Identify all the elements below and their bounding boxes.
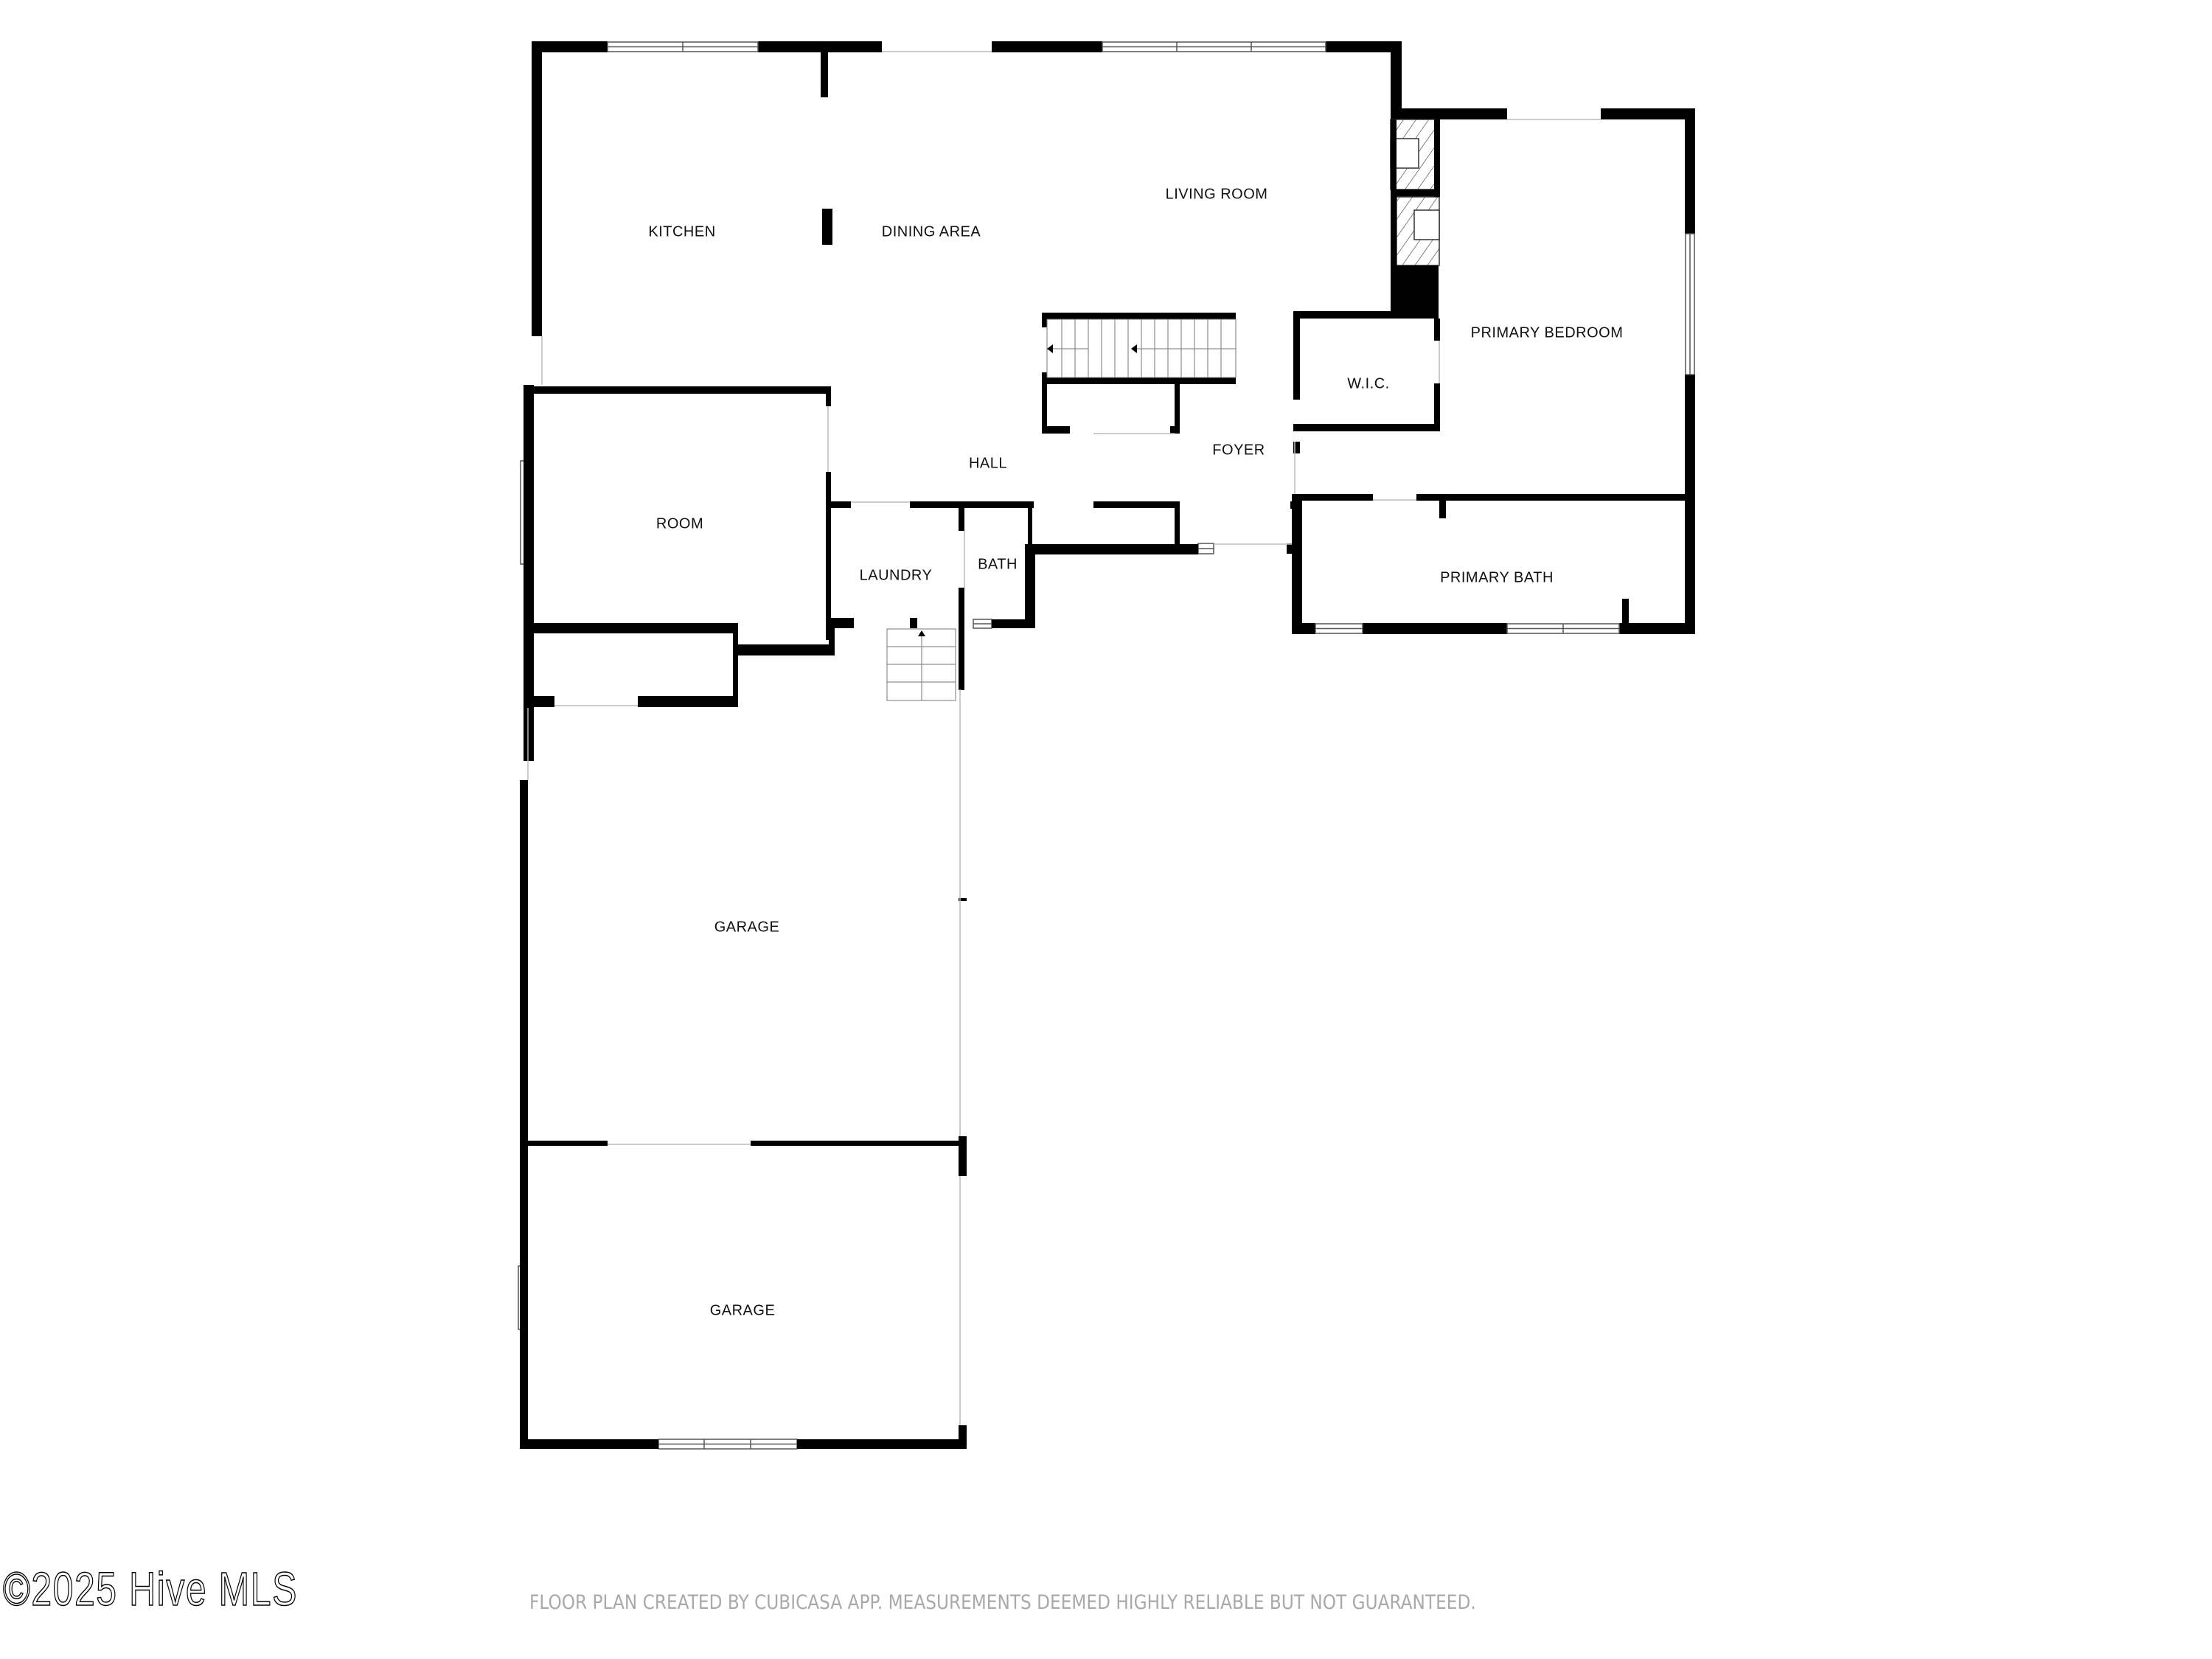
room-label-bath: BATH [978,556,1018,573]
room-label-primary-bedroom: PRIMARY BEDROOM [1470,324,1624,341]
room-label-laundry: LAUNDRY [859,567,933,584]
windows [518,41,1695,1450]
room-label-primary-bath: PRIMARY BATH [1440,569,1554,586]
copyright-watermark: ©2025 Hive MLS [2,1562,298,1616]
room-label-wic: W.I.C. [1347,375,1390,392]
room-label-living-room: LIVING ROOM [1165,186,1268,203]
interior-walls [520,52,1695,1449]
exterior-walls [532,41,1695,634]
room-label-hall: HALL [968,455,1008,472]
floor-plan-disclaimer: FLOOR PLAN CREATED BY CUBICASA APP. MEAS… [529,1591,1476,1614]
room-label-dining-area: DINING AREA [881,223,981,240]
room-label-foyer: FOYER [1212,442,1265,459]
door-openings [527,51,1601,1425]
room-label-room: ROOM [655,515,704,532]
room-label-garage-1: GARAGE [714,919,780,936]
staircase-garage [886,628,956,701]
room-label-garage-2: GARAGE [709,1302,776,1319]
staircase-main [1046,319,1237,378]
room-label-kitchen: KITCHEN [648,223,716,240]
